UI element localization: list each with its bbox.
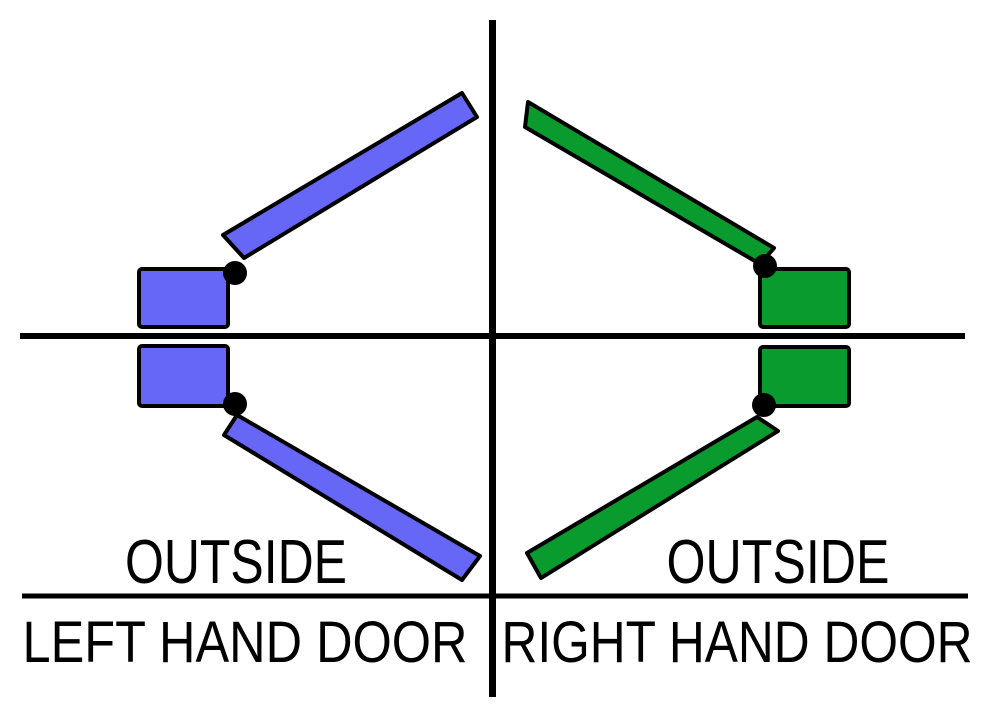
left-jamb-outside (137, 344, 230, 408)
right-hinge-inside-dot (753, 254, 777, 278)
right-door-leaf-inside (523, 100, 776, 266)
left-door-leaf-outside (222, 413, 482, 582)
left-outside-label: OUTSIDE (125, 528, 347, 597)
left-jamb-inside (137, 267, 230, 329)
right-jamb-inside (758, 267, 851, 329)
right-hinge-outside-dot (752, 393, 776, 417)
left-door-leaf-inside (221, 91, 479, 260)
right-door-leaf-outside (525, 415, 780, 580)
left-hinge-outside-dot (223, 392, 247, 416)
right-jamb-outside (758, 345, 851, 408)
left-hinge-inside-dot (223, 261, 247, 285)
right-door-type-label: RIGHT HAND DOOR (502, 610, 973, 675)
right-outside-label: OUTSIDE (667, 528, 890, 597)
left-door-type-label: LEFT HAND DOOR (23, 610, 468, 675)
